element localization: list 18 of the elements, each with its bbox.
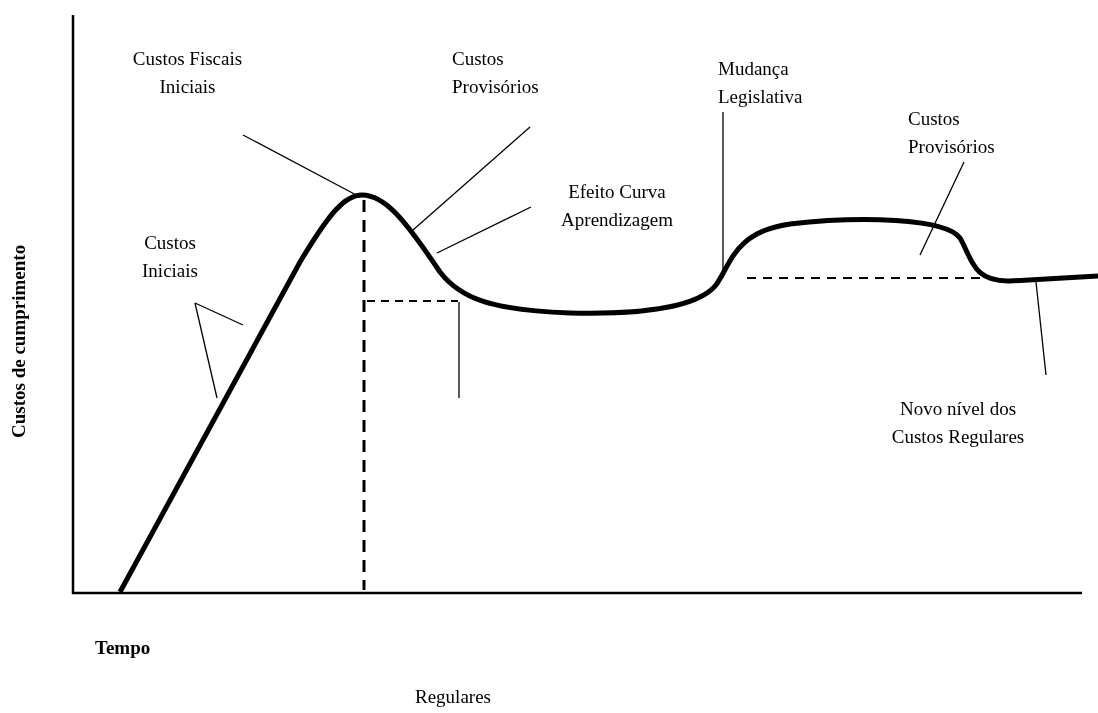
leader-line <box>919 161 965 256</box>
note-text: Regulares <box>415 686 491 708</box>
callout-label: Novo nível dos Custos Regulares <box>890 397 1026 449</box>
leader-line <box>242 134 361 198</box>
callout-label: Mudança Legislativa <box>718 57 804 109</box>
leader-line <box>436 206 532 254</box>
callout-label: Custos Fiscais Iniciais <box>131 47 244 99</box>
leader-line <box>194 302 244 326</box>
axis-title: Tempo <box>95 637 151 659</box>
axis-title: Custos de cumprimento <box>8 244 30 438</box>
leader-line <box>194 302 218 399</box>
callout-label: Custos Iniciais <box>141 231 199 283</box>
callout-label: Custos Provisórios <box>908 107 996 159</box>
leader-line <box>722 111 724 279</box>
leader-line <box>1035 281 1047 376</box>
callout-label: Efeito Curva Aprendizagem <box>560 180 674 232</box>
leader-line <box>412 126 531 231</box>
callout-label: Custos Provisórios <box>452 47 540 99</box>
